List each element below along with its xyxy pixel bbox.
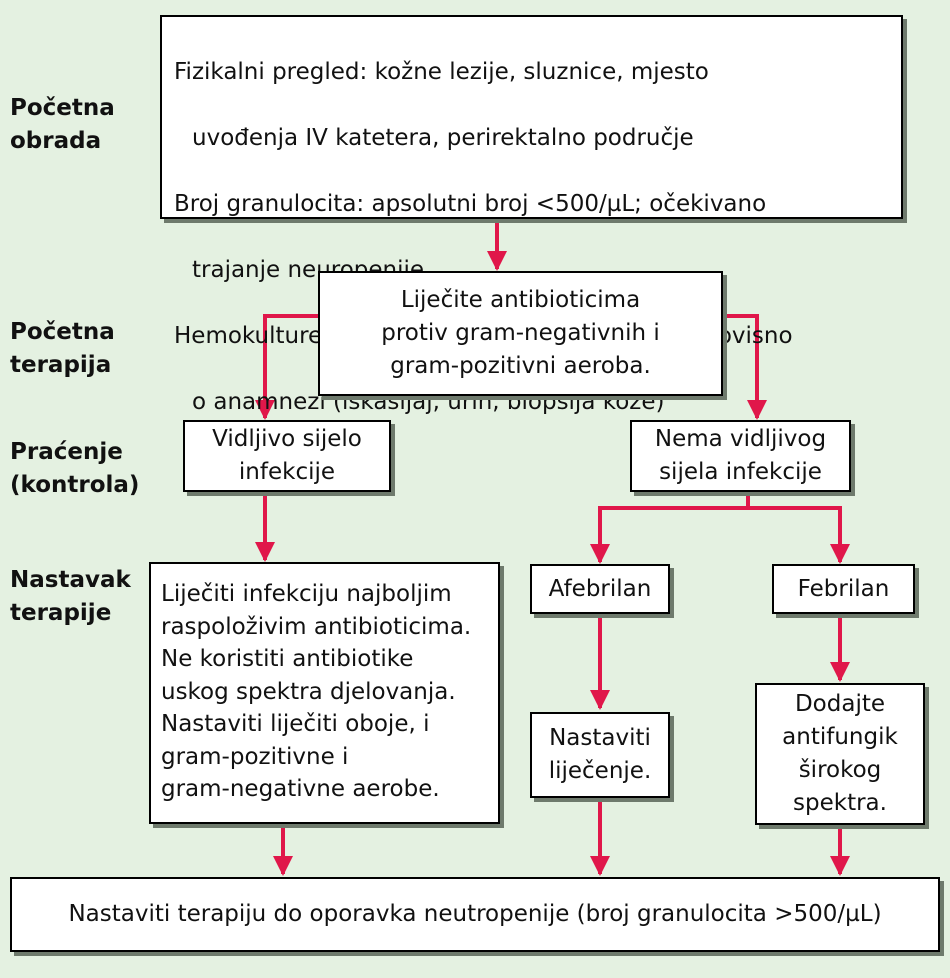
arrow-no-source-to-febrile: [748, 506, 850, 564]
afebrile-box: Afebrilan: [530, 564, 670, 614]
exam-line-1: Fizikalni pregled: kožne lezije, sluznic…: [174, 59, 709, 85]
treat-infection-box: Liječiti infekciju najboljim raspoloživi…: [149, 562, 500, 824]
exam-line-2: uvođenja IV katetera, perirektalno podru…: [192, 125, 694, 151]
add-antifungal-box: Dodajte antifungik širokog spektra.: [755, 683, 925, 825]
arrow-therapy-to-visible-source: [255, 314, 320, 420]
antibiotics-box: Liječite antibioticima protiv gram-negat…: [318, 271, 723, 396]
arrow-therapy-to-no-visible-source: [721, 314, 767, 420]
continue-treatment-box: Nastaviti liječenje.: [530, 712, 670, 798]
stage-label-initial-therapy: Početna terapija: [10, 319, 115, 378]
initial-exam-box: Fizikalni pregled: kožne lezije, sluznic…: [160, 15, 903, 415]
stage-label-monitoring: Praćenje (kontrola): [10, 439, 140, 498]
exam-line-3: Broj granulocita: apsolutni broj <500/µL…: [174, 191, 767, 217]
stage-label-initial-workup: Početna obrada: [10, 95, 115, 154]
arrow-no-source-to-afebrile: [590, 506, 748, 564]
final-box: Nastaviti terapiju do oporavka neutropen…: [10, 877, 940, 952]
no-visible-source-box: Nema vidljivog sijela infekcije: [630, 420, 851, 492]
stage-label-continued-therapy: Nastavak terapije: [10, 567, 131, 626]
febrile-box: Febrilan: [772, 564, 915, 614]
visible-source-box: Vidljivo sijelo infekcije: [183, 420, 391, 492]
